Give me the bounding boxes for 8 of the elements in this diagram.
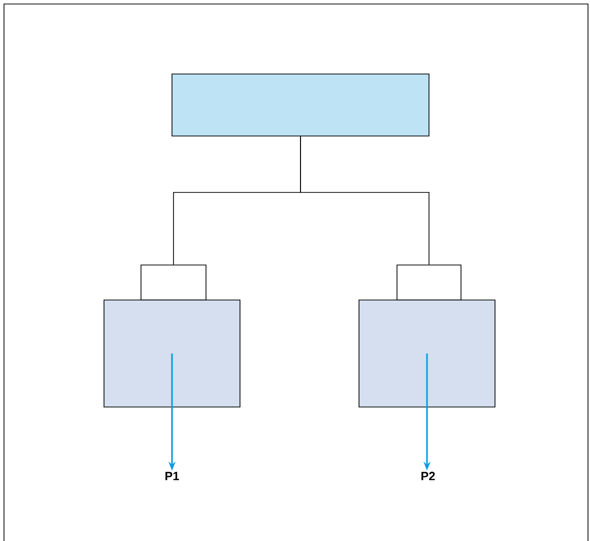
point-label: P1 — [165, 472, 179, 480]
small-box — [140, 264, 206, 300]
large-box — [358, 300, 496, 408]
large-box — [104, 300, 240, 408]
small-box — [396, 264, 462, 300]
top-box — [172, 74, 430, 136]
point-label: P2 — [421, 472, 435, 480]
connector-line — [300, 136, 430, 265]
